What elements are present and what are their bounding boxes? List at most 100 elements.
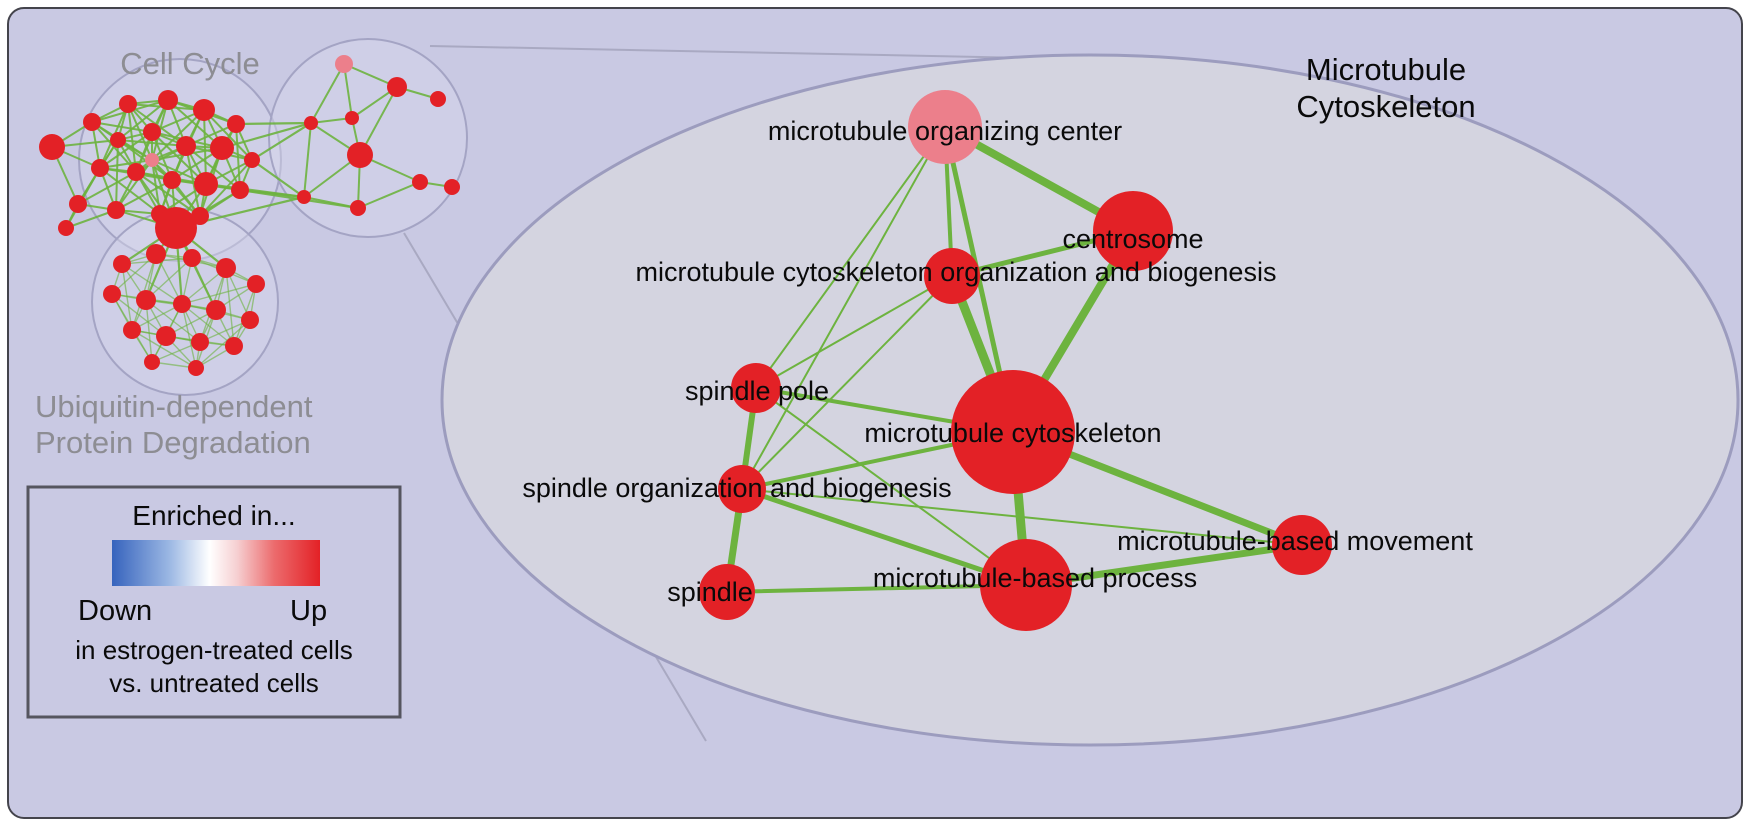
zoom-cluster-title-line1: Microtubule (1306, 52, 1466, 87)
zoom-node-spindle (699, 564, 755, 620)
zoom-node-label-mco: microtubule cytoskeleton organization an… (636, 257, 1277, 287)
zoom-node-label-centrosome: centrosome (1062, 224, 1203, 254)
overview-node-u13 (191, 333, 209, 351)
overview-node-c17 (231, 181, 249, 199)
cell-cycle-cluster-label: Cell Cycle (120, 46, 260, 81)
overview-edge (145, 299, 153, 363)
overview-edge (115, 159, 153, 211)
zoom-node-label-mbm: microtubule-based movement (1117, 526, 1473, 556)
overview-node-u6 (103, 285, 121, 303)
overview-edge (225, 267, 235, 347)
overview-edge (251, 159, 305, 198)
zoom-node-centrosome (1093, 191, 1173, 271)
overview-node-u5 (247, 275, 265, 293)
zoom-network-labels: microtubule organizing centercentrosomem… (522, 116, 1473, 607)
overview-node-c9 (176, 136, 196, 156)
overview-node-z1 (335, 55, 353, 73)
overview-node-z5 (345, 111, 359, 125)
zoom-edge-mco-spindle_pole (755, 275, 953, 389)
zoom-node-moc (908, 90, 982, 164)
overview-node-u11 (123, 321, 141, 339)
zoom-node-label-spindle_pole: spindle pole (685, 376, 829, 406)
overview-edge (131, 303, 183, 331)
overview-edge (203, 109, 253, 161)
zoom-node-label-mt_cyto: microtubule cytoskeleton (864, 418, 1161, 448)
overview-node-u12 (156, 326, 176, 346)
legend-caption-line1: in estrogen-treated cells (75, 635, 352, 665)
overview-node-c18 (69, 195, 87, 213)
overview-node-c4 (158, 90, 178, 110)
overview-edge (303, 122, 312, 198)
overview-node-u14 (225, 337, 243, 355)
overview-node-c23 (155, 207, 197, 249)
ubiquitin-cluster-label-line1: Ubiquitin-dependent (35, 389, 313, 424)
zoom-ellipse (440, 53, 1740, 747)
legend-caption-line2: vs. untreated cells (109, 668, 319, 698)
overview-node-z4 (304, 116, 318, 130)
zoom-node-label-mbp: microtubule-based process (873, 563, 1197, 593)
overview-edge (167, 99, 223, 149)
zoom-edge-mco-spindle_org (741, 275, 953, 490)
overview-edge (99, 131, 153, 169)
overview-node-c22 (58, 220, 74, 236)
zoom-node-spindle_org (718, 465, 766, 513)
overview-edge (221, 121, 312, 150)
overview-node-u3 (183, 249, 201, 267)
overview-node-u1 (113, 255, 131, 273)
zoom-node-label-spindle: spindle (667, 577, 753, 607)
legend-box (26, 485, 402, 719)
overview-edge (181, 303, 197, 369)
overview-node-c12 (91, 159, 109, 177)
zoom-network-nodes (699, 90, 1332, 631)
overview-node-u2 (146, 244, 166, 264)
ubiquitin-cluster-label-line2: Protein Degradation (35, 425, 311, 460)
overview-edge (343, 63, 353, 119)
overview-node-c6 (227, 115, 245, 133)
overview-edge (151, 131, 207, 185)
legend-up-label: Up (290, 595, 327, 627)
overview-edge (77, 171, 137, 205)
overview-node-z3 (430, 91, 446, 107)
zoom-edge-moc-spindle_pole (755, 126, 946, 389)
overview-node-u15 (144, 354, 160, 370)
overview-node-u10 (241, 311, 259, 329)
overview-node-u4 (216, 258, 236, 278)
overview-edge (131, 329, 197, 369)
cluster-outline-zs (268, 38, 468, 238)
magnifier-line (429, 45, 1033, 59)
overview-edge (145, 257, 193, 301)
overview-node-c14 (145, 153, 159, 167)
overview-node-c10 (210, 136, 234, 160)
overview-node-u8 (173, 295, 191, 313)
overview-node-c13 (127, 163, 145, 181)
overview-edge (115, 179, 173, 211)
zoom-ellipse-layer (440, 53, 1740, 747)
overview-edge (235, 121, 312, 126)
zoom-node-mbm (1272, 515, 1332, 575)
legend: Enriched in... Down Up in estrogen-treat… (26, 485, 402, 719)
overview-edge (127, 103, 153, 161)
overview-node-z9 (412, 174, 428, 190)
zoom-edge-spindle_org-mbp (739, 486, 1029, 588)
overview-edge (151, 159, 161, 215)
zoom-node-label-spindle_org: spindle organization and biogenesis (522, 473, 951, 503)
overview-node-c15 (163, 171, 181, 189)
overview-node-c11 (244, 152, 260, 168)
overview-edge (251, 122, 312, 161)
zoom-cluster-title-line2: Cytoskeleton (1296, 89, 1475, 124)
overview-node-z10 (444, 179, 460, 195)
zoom-node-mco (924, 248, 980, 304)
overview-node-c1 (39, 134, 65, 160)
overview-node-z7 (297, 190, 311, 204)
overview-node-c16 (194, 172, 218, 196)
zoom-node-mt_cyto (951, 370, 1075, 494)
overview-edge (199, 319, 251, 343)
overview-edge (115, 139, 119, 211)
zoom-edge-spindle_pole-mbp (755, 387, 1027, 586)
zoom-node-label-moc: microtubule organizing center (768, 116, 1122, 146)
overview-node-z2 (387, 77, 407, 97)
zoom-node-spindle_pole (731, 363, 781, 413)
overview-edge (181, 283, 257, 305)
zoom-edge-mbp-mbm (1022, 541, 1306, 589)
